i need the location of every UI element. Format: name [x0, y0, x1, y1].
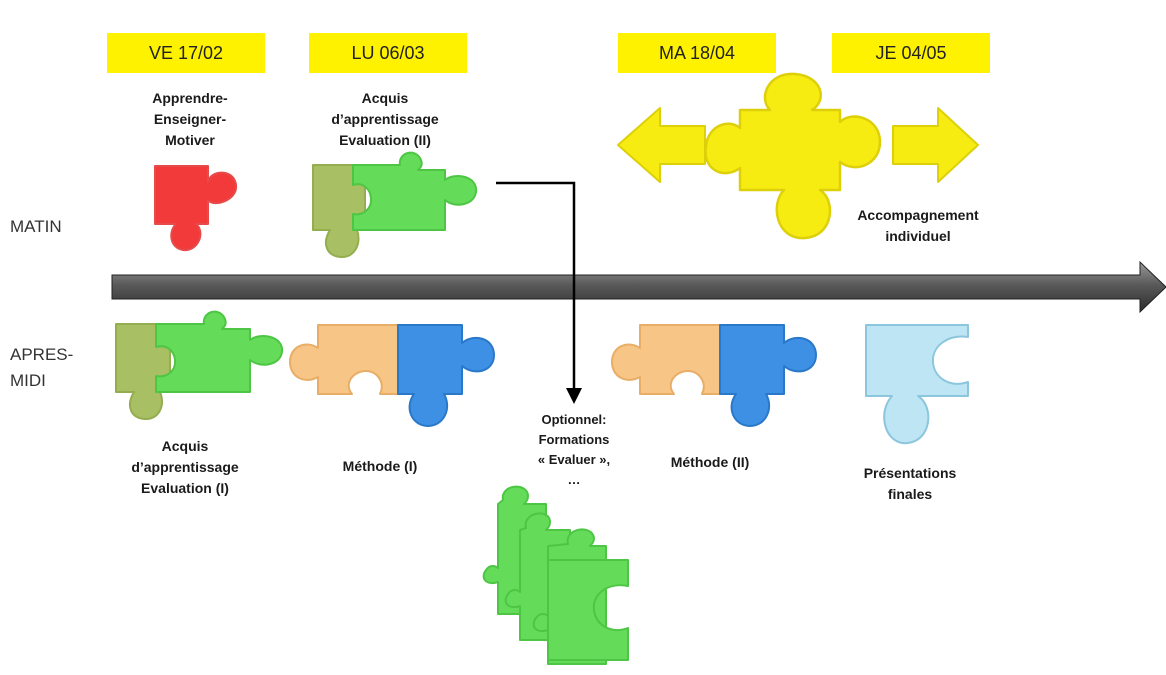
session-label-presentations: Présentations finales [863, 465, 957, 502]
yellow-right-arrow-icon [892, 107, 979, 183]
puzzle-piece-red-icon [154, 165, 238, 252]
puzzle-piece-orange-icon-2 [611, 324, 721, 395]
session-label-methode-i: Méthode (I) [342, 458, 418, 474]
timeline-arrow [111, 260, 1166, 314]
row-label-morning: MATIN [10, 217, 62, 236]
date-tag-ve-17-02: VE 17/02 [107, 33, 265, 73]
session-label-apprendre: Apprendre- Enseigner- Motiver [152, 90, 228, 148]
puzzle-piece-green-icon-2 [155, 310, 284, 393]
date-tag-je-04-05: JE 04/05 [832, 33, 990, 73]
session-label-methode-ii: Méthode (II) [670, 454, 750, 470]
session-label-accompagnement: Accompagnement individuel [857, 207, 979, 244]
puzzle-piece-blue-icon-2 [719, 324, 817, 427]
puzzle-piece-yellow-icon [704, 72, 882, 240]
yellow-left-arrow-icon [617, 107, 706, 183]
connector-arrowhead [566, 388, 582, 404]
connector-arrow [496, 181, 576, 392]
puzzle-piece-light-blue-icon [865, 324, 969, 445]
date-tag-ma-18-04: MA 18/04 [618, 33, 776, 73]
puzzle-piece-green-icon [352, 151, 478, 231]
optional-label: Optionnel: Formations « Evaluer », … [537, 412, 611, 487]
puzzle-stack-green-icon [482, 485, 629, 665]
puzzle-piece-blue-icon [397, 324, 495, 427]
date-tag-lu-06-03: LU 06/03 [309, 33, 467, 73]
row-label-afternoon: APRES- MIDI [10, 345, 74, 390]
puzzle-piece-orange-icon [289, 324, 399, 395]
session-label-evaluation-i: Acquis d’apprentissage Evaluation (I) [131, 438, 239, 496]
session-label-evaluation-ii: Acquis d’apprentissage Evaluation (II) [331, 90, 439, 148]
